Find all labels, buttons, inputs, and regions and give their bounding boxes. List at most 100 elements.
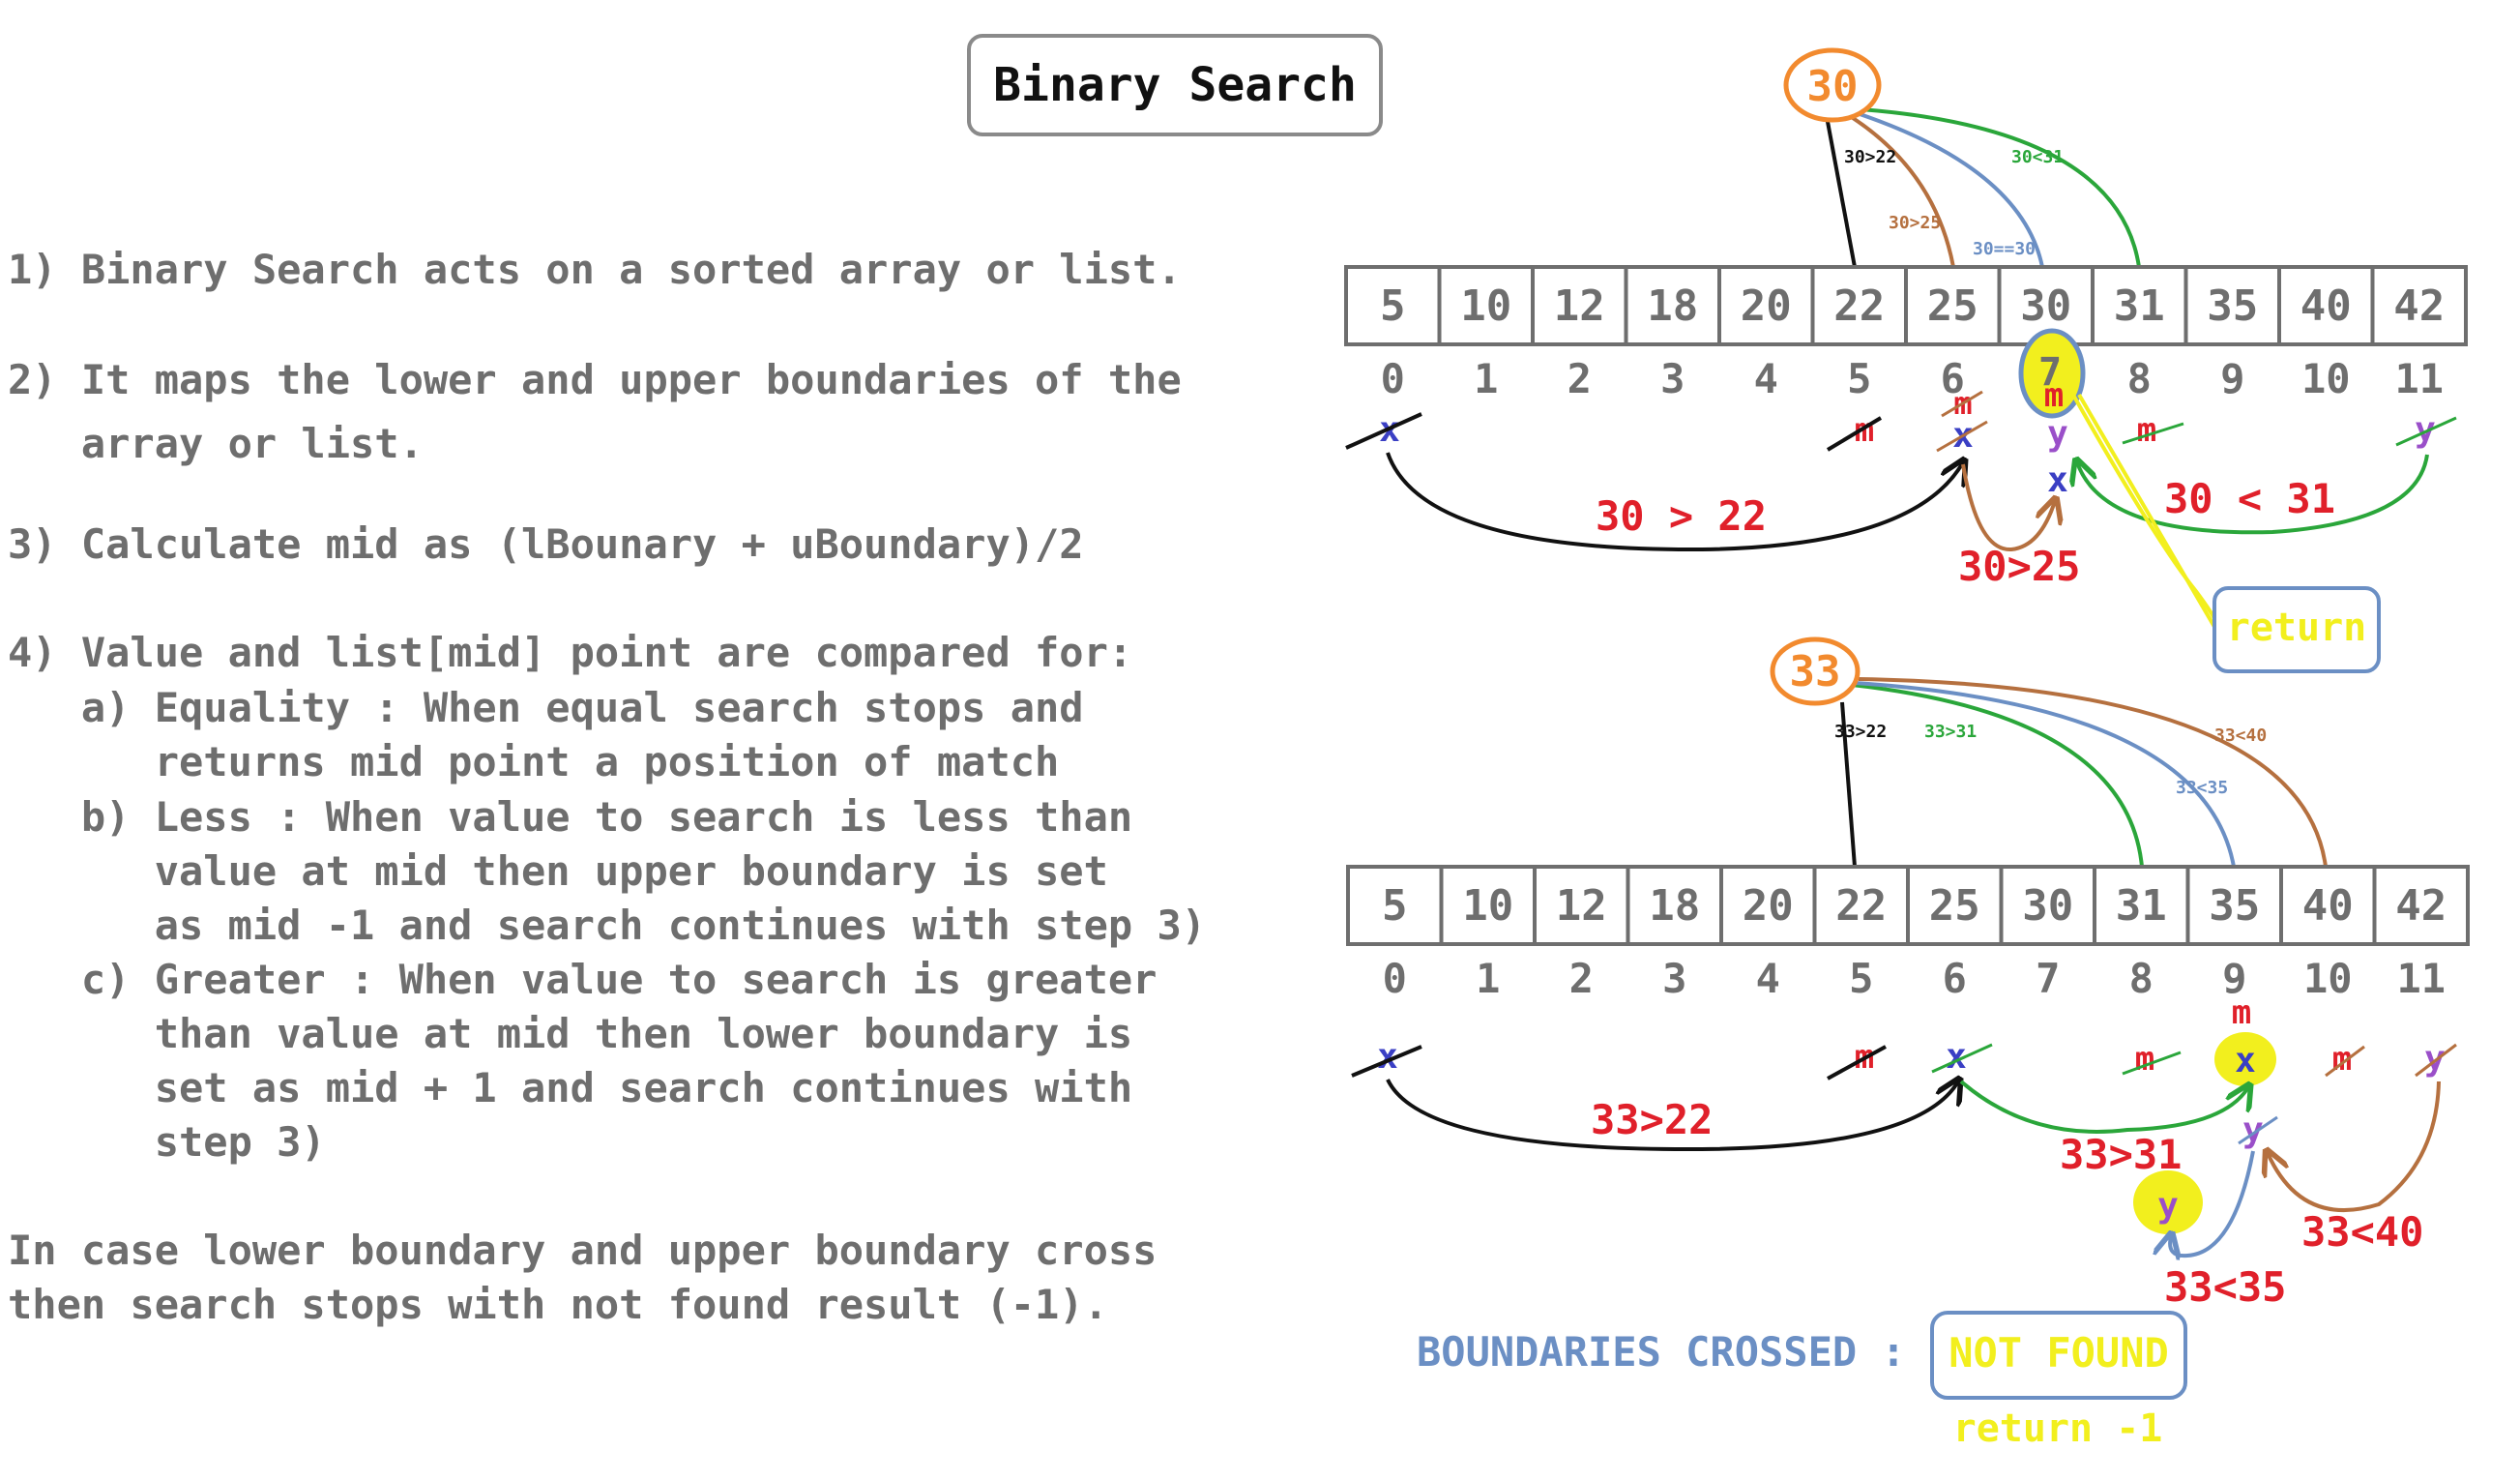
array-index: 4 [1756, 955, 1780, 1002]
array-index: 2 [1569, 955, 1594, 1002]
array-index: 0 [1383, 955, 1407, 1002]
explanation-line: b) Less : When value to search is less t… [8, 793, 1133, 841]
array-value: 10 [1460, 281, 1511, 331]
array-value: 12 [1556, 881, 1607, 931]
arc-label: 30==30 [1973, 239, 2036, 259]
explanation-line: than value at mid then lower boundary is [8, 1010, 1133, 1057]
array-value: 22 [1835, 881, 1887, 931]
array-value: 35 [2207, 281, 2258, 331]
array-value: 40 [2300, 281, 2352, 331]
arc-label: 33<35 [2176, 778, 2228, 798]
step-arrow [2268, 1080, 2441, 1213]
step-arrow [1959, 1081, 2248, 1134]
array-index: 1 [1476, 955, 1500, 1002]
search-value: 33 [1790, 647, 1841, 696]
step-arrow [1386, 452, 1963, 552]
array-index: 0 [1381, 355, 1405, 402]
marker-x: x [2235, 1041, 2256, 1080]
marker-y: y [2157, 1186, 2179, 1226]
array-value: 25 [1929, 881, 1980, 931]
array-value: 10 [1462, 881, 1513, 931]
return-box [2212, 586, 2381, 673]
example2: 33 33>22 33>31 33<35 33<40 5010112218320… [1346, 636, 2470, 1451]
arc-label: 33>31 [1924, 722, 1977, 742]
search-value-circle [1783, 47, 1882, 123]
array-index: 6 [1943, 955, 1967, 1002]
step-label: 33>31 [2060, 1131, 2182, 1178]
array-value: 18 [1649, 881, 1700, 931]
not-found-label: NOT FOUND [1949, 1329, 2169, 1376]
step-arrow [1386, 1080, 1958, 1152]
step-label: 33>22 [1591, 1096, 1713, 1143]
array-index: 8 [2129, 955, 2154, 1002]
mid-highlight [2214, 1032, 2276, 1086]
arc-line [1835, 106, 1955, 268]
arc-line [1840, 701, 1857, 868]
final-highlight [2133, 1170, 2203, 1234]
explanation-line: then search stops with not found result … [8, 1281, 1108, 1328]
array-value: 42 [2393, 281, 2445, 331]
marker-y: y [2047, 414, 2068, 454]
marker-m: m [2137, 411, 2156, 450]
step-label: 30 < 31 [2164, 475, 2335, 522]
array-index: 8 [2127, 355, 2152, 402]
array-value: 25 [1927, 281, 1978, 331]
page-title: Binary Search [993, 58, 1357, 112]
arc-label: 33<40 [2214, 725, 2267, 746]
arc-label: 33>22 [1834, 722, 1887, 742]
step-arrow [2170, 1150, 2255, 1256]
search-value-circle [1770, 636, 1861, 706]
marker-y: y [2242, 1110, 2264, 1150]
title-box: Binary Search [967, 34, 1383, 136]
array-value: 31 [2114, 281, 2165, 331]
explanation-line: In case lower boundary and upper boundar… [8, 1227, 1157, 1274]
arc-line [1824, 110, 1857, 268]
array-value: 40 [2302, 881, 2354, 931]
array-index: 4 [1754, 355, 1778, 402]
marker-m: m [2232, 993, 2251, 1032]
array-value: 35 [2209, 881, 2260, 931]
marker-x: x [1377, 1037, 1398, 1077]
arc-line [1851, 683, 2144, 868]
array-index: 10 [2303, 955, 2353, 1002]
explanation-line: 2) It maps the lower and upper boundarie… [8, 356, 1182, 403]
step-label: 33<40 [2301, 1208, 2423, 1256]
array-index: 9 [2220, 355, 2244, 402]
return-label: return [2227, 606, 2367, 650]
array-index: 11 [2396, 955, 2446, 1002]
array-value: 12 [1554, 281, 1605, 331]
array-index: 6 [1941, 355, 1965, 402]
return-label: return -1 [1953, 1406, 2163, 1451]
array-index: 9 [2222, 955, 2246, 1002]
step-label: 30>25 [1958, 543, 2080, 590]
return-line [2077, 393, 2216, 629]
marker-x: x [2047, 460, 2068, 500]
array-value: 31 [2116, 881, 2167, 931]
found-highlight [2018, 328, 2086, 419]
arc-label: 30>25 [1889, 213, 1941, 233]
step-label: 33<35 [2164, 1263, 2286, 1311]
array-index: 5 [1847, 355, 1871, 402]
array-index: 3 [1662, 955, 1686, 1002]
not-found-box [1930, 1311, 2187, 1400]
boundaries-crossed-label: BOUNDARIES CROSSED : [1417, 1328, 1906, 1376]
search-value: 30 [1807, 62, 1859, 111]
marker-m: m [2044, 376, 2064, 415]
marker-m: m [1855, 411, 1874, 450]
marker-x: x [1946, 1037, 1967, 1077]
array-value: 5 [1380, 281, 1406, 331]
array-value: 22 [1833, 281, 1885, 331]
arc-line [1841, 106, 2044, 268]
marker-y: y [2415, 410, 2436, 450]
marker-m: m [2332, 1040, 2352, 1079]
array-value: 20 [1741, 281, 1792, 331]
arc-line [1858, 677, 2328, 868]
arc-label: 30>22 [1844, 147, 1896, 167]
array-index: 2 [1568, 355, 1592, 402]
array-value: 20 [1743, 881, 1794, 931]
explanation-line: array or list. [8, 420, 424, 467]
explanation-line: set as mid + 1 and search continues with [8, 1064, 1133, 1111]
explanation-line: as mid -1 and search continues with step… [8, 902, 1207, 949]
explanation-line: value at mid then upper boundary is set [8, 847, 1108, 895]
